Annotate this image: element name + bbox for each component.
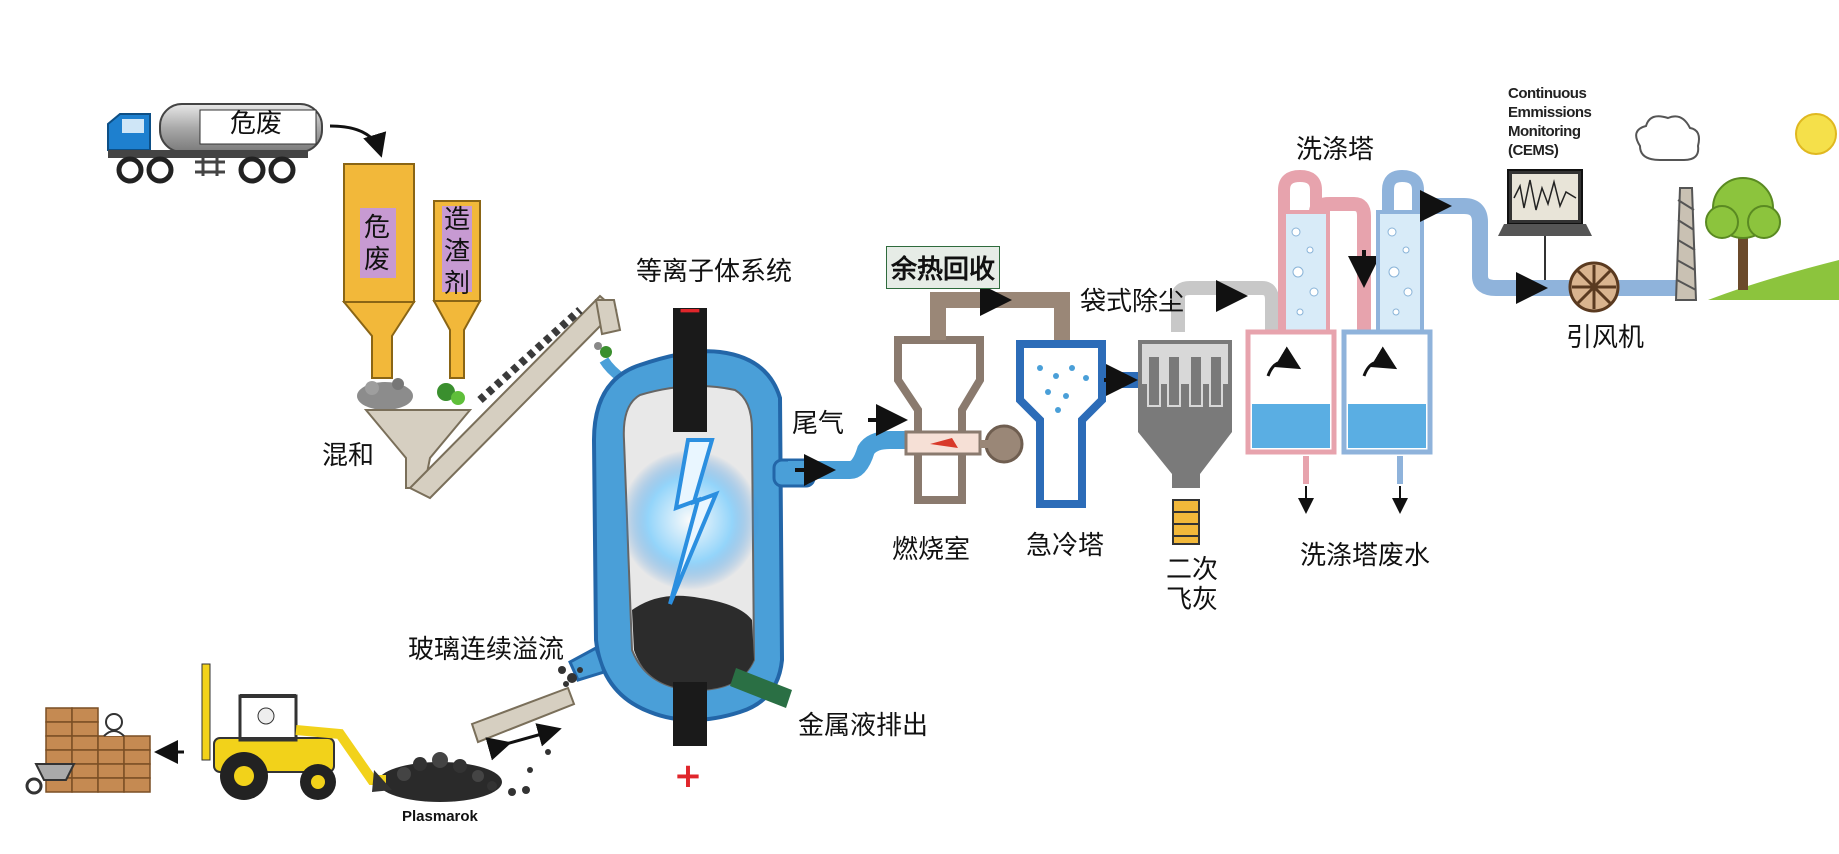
cems-label-line-4: (CEMS): [1508, 142, 1559, 159]
waste-bin-label-char-2: 废: [363, 245, 390, 275]
truck-icon: [107, 103, 323, 184]
slag-bin-label-char-3: 剂: [443, 269, 470, 299]
mixed-material-piles: [357, 378, 465, 410]
tail-gas-pipe: [788, 431, 910, 479]
heat-recovery-label: 余热回收: [886, 246, 1001, 289]
cems-label-line-1: Continuous: [1508, 85, 1587, 102]
wheelbarrow-icon: [25, 763, 76, 795]
scrubber-tower-2: [1341, 169, 1433, 514]
waste-bin: [341, 163, 416, 379]
truck-label: 危废: [230, 109, 283, 139]
plasmarok-label: Plasmarok: [402, 808, 478, 825]
brick-wall-icon: [45, 707, 151, 793]
backhoe-loader-icon: [201, 663, 392, 800]
metal-discharge-label: 金属液排出: [798, 711, 929, 741]
cems-label: Continuous Emmissions Monitoring (CEMS): [1508, 84, 1592, 160]
glass-overflow-label: 玻璃连续溢流: [408, 635, 565, 665]
plasmarok-pile: [378, 749, 551, 802]
landscape-tree-icon: [1705, 177, 1839, 300]
truck-to-bin-arrow: [329, 124, 387, 158]
induced-fan-label: 引风机: [1566, 323, 1645, 353]
plus-sign: +: [674, 756, 703, 796]
baghouse-label: 袋式除尘: [1080, 287, 1185, 317]
scrubber-tower-1: [1245, 169, 1337, 514]
fly-ash-label-line-1: 二次: [1166, 555, 1219, 585]
mixing-label: 混和: [322, 441, 375, 471]
glass-overflow-chute: [470, 666, 583, 744]
scrubber-wastewater-label: 洗涤塔废水: [1300, 541, 1431, 571]
chimney-stack-icon: [1635, 115, 1700, 301]
sun-icon: [1795, 113, 1837, 155]
exhaust-duct: [1418, 198, 1690, 296]
slag-bin-label: 造 渣 剂: [442, 204, 472, 300]
waste-bin-label-char-1: 危: [363, 213, 390, 243]
quench-tower: [1016, 340, 1106, 508]
cems-monitor-icon: [1498, 169, 1592, 280]
scrubber-label: 洗涤塔: [1296, 135, 1375, 165]
glass-transfer-arrow: [485, 723, 562, 761]
slag-bin-label-char-1: 造: [443, 205, 470, 235]
screw-conveyor: [408, 294, 622, 500]
quench-tower-label: 急冷塔: [1026, 531, 1105, 561]
plasma-reactor: [568, 308, 816, 746]
baghouse-filter: [1138, 280, 1279, 545]
combustion-chamber-label: 燃烧室: [892, 535, 971, 565]
plasma-system-label: 等离子体系统: [636, 257, 793, 287]
cems-label-line-2: Emmissions: [1508, 104, 1592, 121]
induced-draft-fan-icon: [1568, 261, 1620, 313]
fly-ash-label: 二次 飞灰: [1166, 555, 1219, 616]
cems-label-line-3: Monitoring: [1508, 123, 1581, 140]
scrubber-crossover-pipe: [1309, 197, 1371, 354]
fly-ash-label-line-2: 飞灰: [1166, 584, 1219, 615]
slag-additive-bin: [432, 200, 482, 379]
combustion-chamber: [894, 336, 1024, 504]
minus-sign: −: [677, 293, 702, 328]
waste-bin-label: 危 废: [362, 212, 392, 276]
slag-bin-label-char-2: 渣: [443, 237, 470, 267]
tail-gas-label: 尾气: [792, 409, 845, 439]
